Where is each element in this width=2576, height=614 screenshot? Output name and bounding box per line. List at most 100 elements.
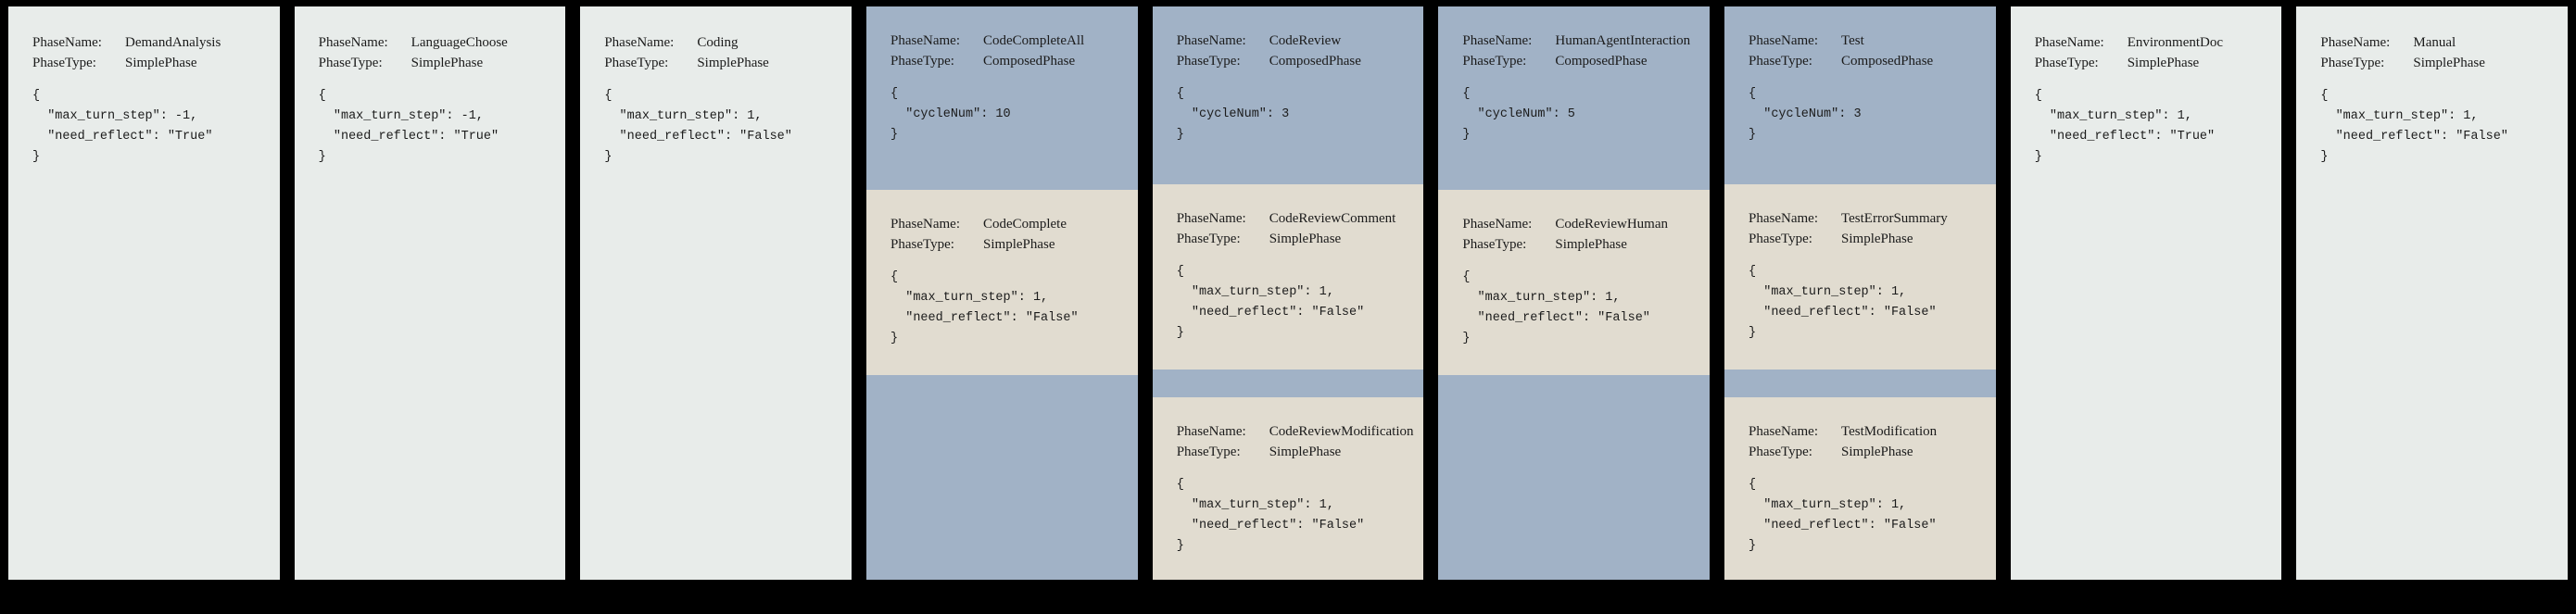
phase-type-value: ComposedPhase	[1269, 54, 1361, 69]
phase-type-label: PhaseType:	[1462, 54, 1527, 69]
phase-config-json: { "max_turn_step": 1, "need_reflect": "F…	[1176, 478, 1365, 553]
phase-name-value: DemandAnalysis	[125, 35, 221, 50]
phase-type-value: SimplePhase	[1841, 445, 1913, 459]
phase-config-board: PhaseName:DemandAnalysis PhaseType:Simpl…	[8, 6, 2569, 580]
phase-name-value: Manual	[2413, 35, 2456, 50]
phase-type-label: PhaseType:	[318, 56, 383, 70]
phase-type-label: PhaseType:	[2320, 56, 2385, 70]
phase-card-human-agent-interaction: PhaseName: HumanAgentInteraction PhaseTyp…	[1438, 6, 1711, 580]
phase-name-row: PhaseName: EnvironmentDoc	[2035, 32, 2273, 53]
phase-name-value: CodeComplete	[983, 217, 1067, 232]
phase-type-label: PhaseType:	[890, 237, 954, 252]
phase-name-value: HumanAgentInteraction	[1555, 33, 1691, 48]
phase-name-value: TestErrorSummary	[1841, 211, 1948, 226]
phase-type-label: PhaseType:	[890, 54, 954, 69]
phase-header: PhaseName:Manual PhaseType:SimplePhase {…	[2296, 8, 2568, 168]
phase-config-json: { "max_turn_step": 1, "need_reflect": "T…	[2034, 89, 2216, 164]
phase-name-row: PhaseName:CodeCompleteAll	[890, 31, 1129, 51]
phase-name-label: PhaseName:	[1176, 211, 1246, 226]
subphase-card-code-review-comment: PhaseName: CodeReviewComment PhaseType: Si…	[1152, 184, 1424, 370]
phase-name-label: PhaseName:	[604, 35, 675, 50]
phase-name-label: PhaseName:	[1462, 217, 1533, 232]
phase-type-value: SimplePhase	[697, 56, 769, 70]
phase-card-test: PhaseName: Test PhaseType: ComposedPhase {…	[1724, 6, 1996, 580]
phase-type-value: ComposedPhase	[983, 54, 1076, 69]
subphase-separator	[1724, 370, 1996, 397]
phase-name-row: PhaseName:LanguageChoose	[319, 32, 557, 53]
phase-name-row: PhaseName:TestModification	[1749, 421, 1987, 442]
phase-type-value: ComposedPhase	[1841, 54, 1934, 69]
phase-type-row: PhaseType:ComposedPhase	[1177, 51, 1415, 71]
phase-type-label: PhaseType:	[604, 56, 669, 70]
phase-name-value: TestModification	[1841, 424, 1938, 439]
phase-type-label: PhaseType:	[1749, 445, 1812, 459]
phase-type-row: PhaseType: SimplePhase	[890, 234, 1129, 255]
phase-config-json: { "cycleNum": 10 }	[890, 87, 1011, 142]
phase-name-label: PhaseName:	[2320, 35, 2391, 50]
subphase-card-code-review-human: PhaseName:CodeReviewHuman PhaseType:Simp…	[1438, 190, 1711, 375]
phase-name-label: PhaseName:	[318, 35, 388, 50]
subphase-card-code-complete: PhaseName: CodeComplete PhaseType: SimpleP…	[866, 190, 1138, 375]
phase-name-value: EnvironmentDoc	[2127, 35, 2224, 50]
phase-name-label: PhaseName:	[890, 217, 960, 232]
phase-config-json: { "max_turn_step": -1, "need_reflect": "…	[318, 89, 499, 164]
phase-type-value: SimplePhase	[1841, 232, 1913, 246]
phase-type-label: PhaseType:	[1749, 54, 1812, 69]
phase-type-label: PhaseType:	[32, 56, 96, 70]
phase-type-value: ComposedPhase	[1555, 54, 1648, 69]
phase-type-row: PhaseType: SimplePhase	[1462, 234, 1700, 255]
phase-name-row: PhaseName:DemandAnalysis	[32, 32, 271, 53]
phase-type-value: SimplePhase	[1269, 232, 1342, 246]
subphase-card-test-modification: PhaseName:TestModification PhaseType: Sim…	[1724, 397, 1996, 580]
phase-name-label: PhaseName:	[1749, 33, 1819, 48]
phase-card-coding: PhaseName:Coding PhaseType:SimplePhase {…	[580, 6, 852, 580]
phase-name-row: PhaseName: Test	[1749, 31, 1987, 51]
phase-name-label: PhaseName:	[2034, 35, 2104, 50]
phase-name-value: CodeReviewComment	[1269, 211, 1396, 226]
phase-config-json: { "cycleNum": 3 }	[1749, 87, 1862, 142]
phase-name-label: PhaseName:	[1462, 33, 1533, 48]
phase-type-row: PhaseType: SimplePhase	[32, 53, 271, 73]
phase-header: PhaseName: Test PhaseType: ComposedPhase {…	[1724, 6, 1996, 184]
phase-name-row: PhaseName: Manual	[2320, 32, 2558, 53]
subphase-separator	[1153, 370, 1424, 397]
phase-name-row: PhaseName: CodeComplete	[890, 214, 1129, 234]
phase-type-value: SimplePhase	[410, 56, 484, 70]
phase-card-demand-analysis: PhaseName:DemandAnalysis PhaseType: Simpl…	[8, 6, 280, 580]
phase-config-json: { "cycleNum": 5 }	[1462, 87, 1575, 142]
phase-name-row: PhaseName: CodeReviewComment	[1177, 208, 1415, 229]
phase-config-json: { "max_turn_step": -1, "need_reflect": "…	[32, 89, 213, 164]
phase-card-code-review: PhaseName:CodeReview PhaseType:ComposedP…	[1152, 6, 1424, 580]
phase-type-row: PhaseType: SimplePhase	[604, 53, 842, 73]
phase-type-value: SimplePhase	[983, 237, 1055, 252]
phase-name-label: PhaseName:	[1176, 33, 1246, 48]
phase-type-value: SimplePhase	[1555, 237, 1627, 252]
phase-type-value: SimplePhase	[125, 56, 197, 70]
composed-phase-filler	[1438, 375, 1710, 580]
phase-header: PhaseName: CodeReview PhaseType:ComposedP…	[1153, 6, 1424, 184]
phase-type-label: PhaseType:	[1176, 445, 1241, 459]
phase-header: PhaseName:CodeCompleteAll PhaseType: Comp…	[866, 6, 1138, 190]
phase-type-label: PhaseType:	[2034, 56, 2099, 70]
phase-name-row: PhaseName:TestErrorSummary	[1749, 208, 1987, 229]
phase-type-row: PhaseType: SimplePhase	[1749, 442, 1987, 462]
phase-header: PhaseName:Coding PhaseType:SimplePhase {…	[580, 8, 852, 168]
phase-name-row: PhaseName: HumanAgentInteraction	[1462, 31, 1700, 51]
phase-type-row: PhaseType:SimplePhase	[2320, 53, 2558, 73]
phase-config-json: { "cycleNum": 3 }	[1176, 87, 1290, 142]
phase-type-row: PhaseType: ComposedPhase	[890, 51, 1129, 71]
phase-type-value: SimplePhase	[2127, 56, 2200, 70]
phase-header: PhaseName: EnvironmentDoc PhaseType: Simpl…	[2011, 8, 2282, 168]
phase-name-value: CodeReview	[1269, 33, 1342, 48]
phase-type-label: PhaseType:	[1462, 237, 1527, 252]
phase-name-row: PhaseName:CodeReviewModification	[1177, 421, 1415, 442]
phase-name-label: PhaseName:	[1176, 424, 1246, 439]
phase-name-value: Coding	[697, 35, 739, 50]
phase-name-row: PhaseName: CodeReview	[1177, 31, 1415, 51]
phase-header: PhaseName: HumanAgentInteraction PhaseTyp…	[1438, 6, 1710, 190]
phase-name-value: Test	[1841, 33, 1864, 48]
phase-type-label: PhaseType:	[1749, 232, 1812, 246]
phase-type-row: PhaseType:SimplePhase	[1177, 442, 1415, 462]
phase-config-json: { "max_turn_step": 1, "need_reflect": "F…	[1462, 270, 1650, 345]
phase-type-label: PhaseType:	[1176, 232, 1241, 246]
